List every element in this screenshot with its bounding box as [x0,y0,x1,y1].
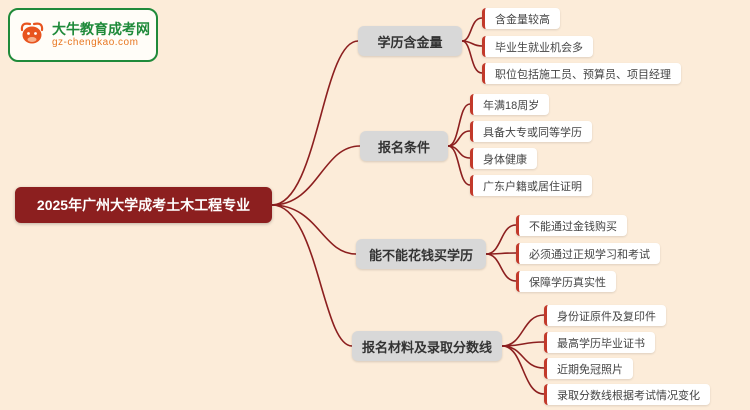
leaf-item: 必须通过正规学习和考试 [516,243,660,264]
site-logo: 大牛教育成考网 gz-chengkao.com [8,8,158,62]
leaf-item: 广东户籍或居住证明 [470,175,592,196]
leaf-item: 保障学历真实性 [516,271,616,292]
branch-buy-diploma-question: 能不能花钱买学历 [356,239,486,269]
branch-materials-admission-score: 报名材料及录取分数线 [352,331,502,361]
branch-registration-requirements: 报名条件 [360,131,448,161]
leaf-item: 录取分数线根据考试情况变化 [544,384,710,405]
leaf-item: 年满18周岁 [470,94,550,115]
leaf-item: 身体健康 [470,148,537,169]
bull-logo-icon [18,20,46,51]
leaf-item: 毕业生就业机会多 [482,36,593,57]
logo-url: gz-chengkao.com [52,37,139,49]
leaf-item: 最高学历毕业证书 [544,332,655,353]
root-topic: 2025年广州大学成考土木工程专业 [15,187,272,223]
leaf-item: 含金量较高 [482,8,560,29]
leaf-item: 职位包括施工员、预算员、项目经理 [482,63,681,84]
leaf-item: 具备大专或同等学历 [470,121,592,142]
logo-title: 大牛教育成考网 [52,21,150,38]
branch-education-value: 学历含金量 [358,26,462,56]
leaf-item: 不能通过金钱购买 [516,215,627,236]
leaf-item: 身份证原件及复印件 [544,305,666,326]
leaf-item: 近期免冠照片 [544,358,633,379]
